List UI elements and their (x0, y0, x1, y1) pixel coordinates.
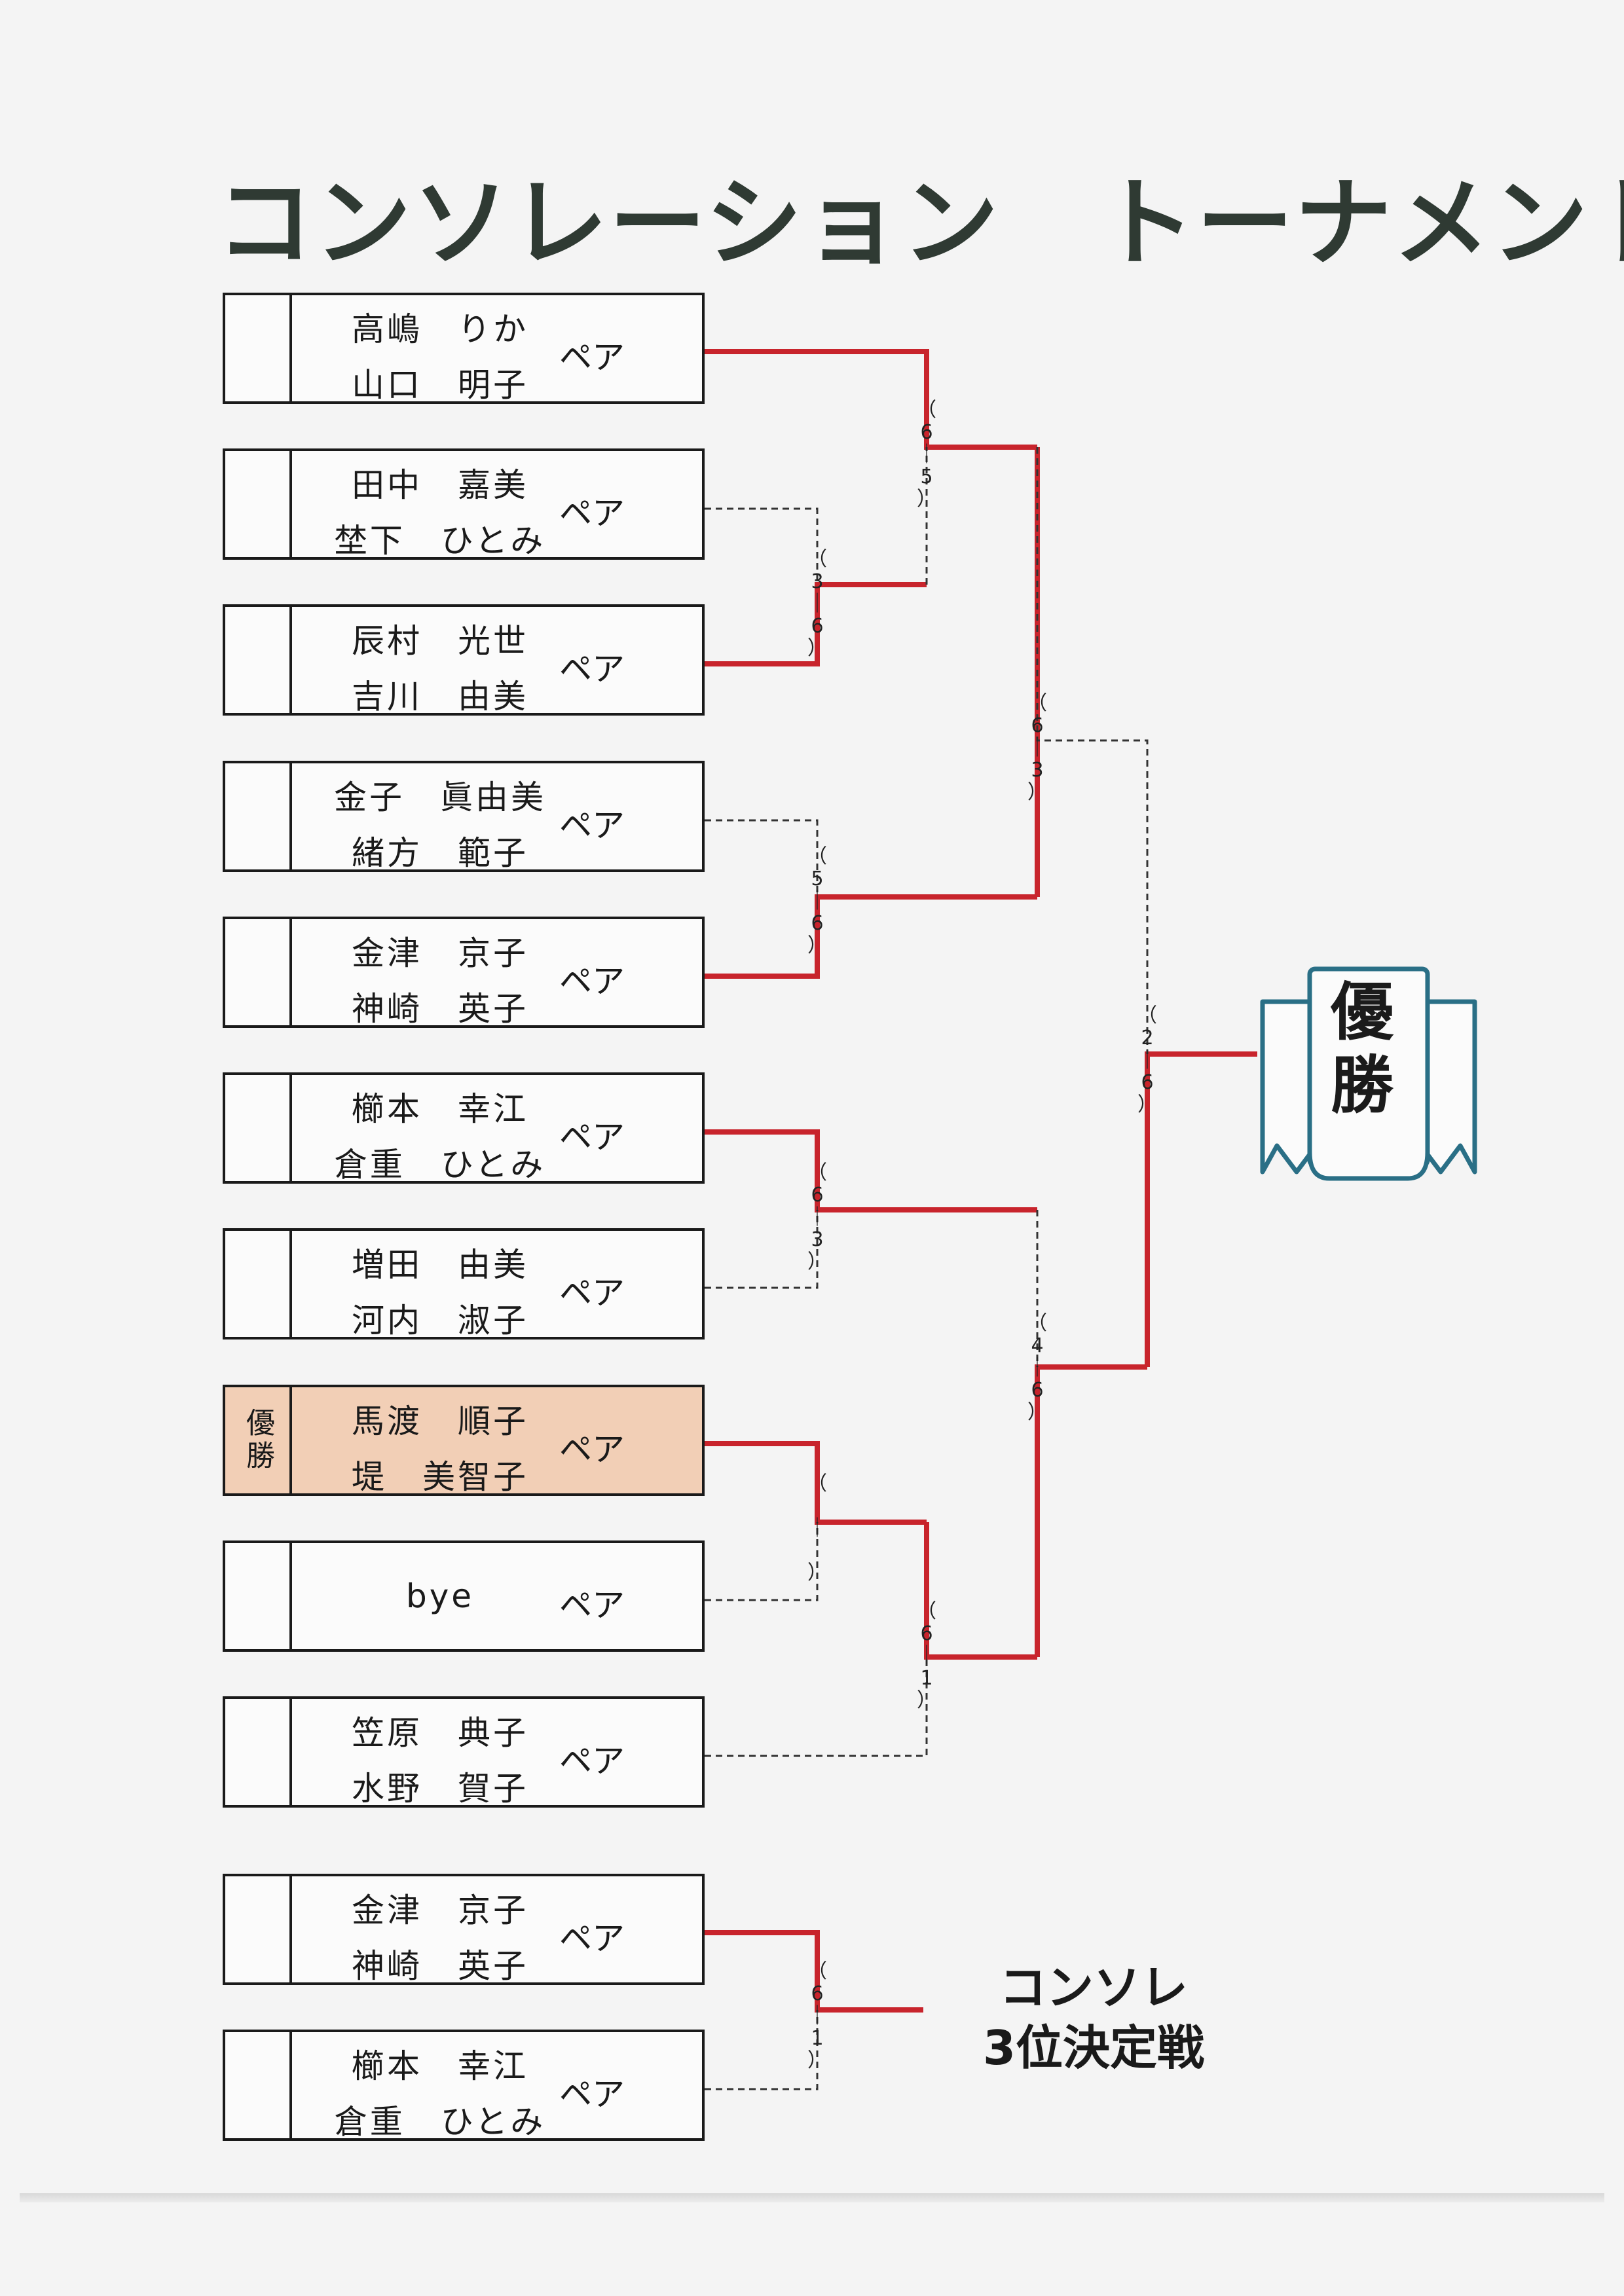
page-title: コンソレーション トーナメント (216, 167, 1624, 280)
score-label: （3｜6） (807, 548, 827, 660)
player-name: 河内 淑子 (352, 1302, 528, 1339)
score-label: （6｜1） (917, 1600, 936, 1712)
entry-box: 高嶋 りか 山口 明子 ペア (223, 293, 705, 404)
bye-label: bye (405, 1577, 475, 1615)
player-name: 水野 賀子 (352, 1770, 528, 1808)
score-label: （6｜3） (1027, 692, 1047, 804)
entry-box: 笠原 典子 水野 賀子 ペア (223, 1696, 705, 1808)
winner-path (705, 1129, 1037, 1212)
seed-cell (225, 763, 292, 869)
pair-label: ペア (559, 1274, 625, 1312)
score-label: （5｜6） (807, 845, 827, 957)
player-name: 辰村 光世 (352, 622, 528, 660)
paper-shadow (20, 2193, 1604, 2202)
entry-box: 櫛本 幸江 倉重 ひとみ ペア (223, 1072, 705, 1184)
score-label: （｜） (807, 1472, 827, 1584)
champion-ribbon-icon (1260, 966, 1477, 1181)
entry-box: 増田 由美 河内 淑子 ペア (223, 1228, 705, 1339)
seed-cell (225, 2032, 292, 2138)
player-name: 高嶋 りか (352, 310, 528, 348)
player-name: 櫛本 幸江 (352, 1090, 528, 1128)
player-name: 笠原 典子 (352, 1714, 528, 1752)
player-name: 金津 京子 (352, 934, 528, 972)
winner-path (1035, 1364, 1147, 1657)
player-name: 馬渡 順子 (352, 1402, 528, 1440)
pair-label: ペア (559, 338, 625, 376)
third-place-label: コンソレ 3位決定戦 (917, 1958, 1270, 2078)
champion-entry-box: 優勝 馬渡 順子 堤 美智子 ペア (223, 1385, 705, 1496)
entry-box: 金子 眞由美 緒方 範子 ペア (223, 761, 705, 872)
third-place-label-line1: コンソレ (999, 1960, 1188, 2015)
winner-path (705, 1441, 927, 1525)
third-place-label-line2: 3位決定戦 (982, 2020, 1205, 2075)
loser-path (705, 1210, 819, 1289)
winner-path (705, 894, 1037, 979)
player-name: 埜下 ひとみ (334, 522, 546, 560)
champion-label: 優勝 (1331, 975, 1393, 1122)
loser-path (705, 1522, 819, 1601)
score-label: （4｜6） (1027, 1312, 1047, 1424)
entry-box: 辰村 光世 吉川 由美 ペア (223, 604, 705, 716)
seed-cell (225, 1699, 292, 1805)
pair-label: ペア (559, 650, 625, 688)
loser-path (705, 507, 819, 585)
winner-path (705, 582, 927, 666)
pair-label: ペア (559, 807, 625, 845)
third-place-entry-box: 櫛本 幸江 倉重 ひとみ ペア (223, 2030, 705, 2141)
third-place-entry-box: 金津 京子 神崎 英子 ペア (223, 1874, 705, 1985)
player-name: 山口 明子 (352, 366, 528, 404)
player-name: 吉川 由美 (352, 678, 528, 716)
player-name: 倉重 ひとみ (334, 2103, 546, 2141)
player-name: 金子 眞由美 (334, 778, 546, 816)
score-label: （6｜3） (807, 1161, 827, 1273)
pair-label: ペア (559, 1742, 625, 1780)
pair-label: ペア (559, 1920, 625, 1958)
player-name: 田中 嘉美 (352, 466, 528, 504)
champion-badge: 優勝 (225, 1387, 292, 1493)
player-name: 倉重 ひとみ (334, 1146, 546, 1184)
player-name: 神崎 英子 (352, 1947, 528, 1985)
pair-label: ペア (559, 1118, 625, 1156)
seed-cell (225, 295, 292, 401)
seed-cell (225, 451, 292, 557)
pair-label: ペア (559, 1586, 625, 1624)
seed-cell (225, 607, 292, 713)
loser-lines (705, 447, 1149, 2090)
player-name: 神崎 英子 (352, 990, 528, 1028)
winner-path (924, 1522, 1037, 1660)
score-label: （6｜1） (807, 1960, 827, 2072)
entry-box: bye ペア (223, 1540, 705, 1652)
loser-path (705, 819, 819, 897)
pair-label: ペア (559, 1430, 625, 1468)
player-name: 増田 由美 (352, 1246, 528, 1284)
pair-label: ペア (559, 2075, 625, 2113)
score-label: （2｜6） (1137, 1004, 1157, 1116)
entry-box: 金津 京子 神崎 英子 ペア (223, 917, 705, 1028)
seed-cell (225, 1231, 292, 1337)
winner-path (1145, 1051, 1257, 1367)
seed-cell (225, 1876, 292, 1982)
player-name: 緒方 範子 (352, 834, 528, 872)
player-name: 金津 京子 (352, 1891, 528, 1929)
player-name: 櫛本 幸江 (352, 2047, 528, 2085)
seed-cell (225, 1075, 292, 1181)
loser-path (1036, 447, 1149, 1054)
winner-path (705, 349, 1037, 450)
winner-path (705, 1930, 923, 2013)
seed-cell (225, 1543, 292, 1649)
player-name: 堤 美智子 (352, 1458, 528, 1496)
seed-cell (225, 919, 292, 1025)
pair-label: ペア (559, 962, 625, 1000)
loser-path (705, 1657, 928, 1757)
winner-lines (705, 349, 1257, 2013)
pair-label: ペア (559, 494, 625, 532)
score-label: （6｜5） (917, 399, 936, 511)
loser-path (705, 2010, 819, 2090)
entry-box: 田中 嘉美 埜下 ひとみ ペア (223, 448, 705, 560)
